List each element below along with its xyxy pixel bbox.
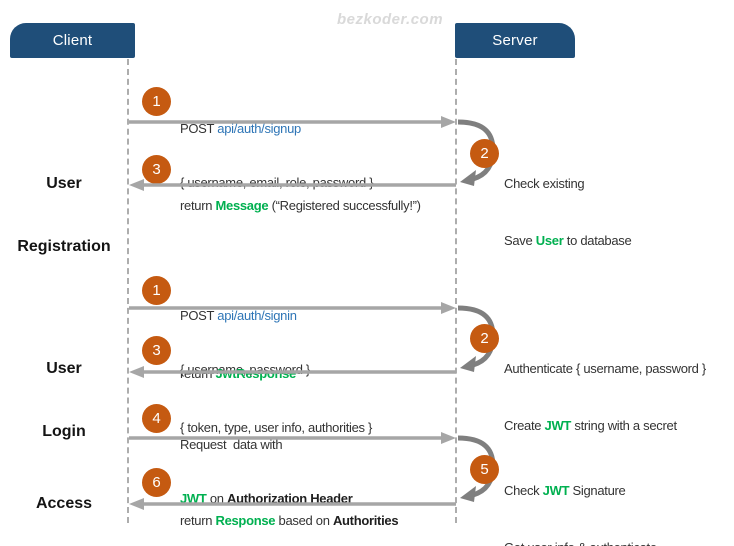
message-access-response: return Response based on Authorities [180, 476, 399, 546]
step-badge-access-request: 4 [142, 404, 171, 433]
keyword-text: JWT [542, 483, 570, 498]
message-access-server: Check JWT Signature Get user info & auth… [504, 443, 686, 546]
message-text: Create [504, 418, 545, 433]
keyword-text: Response [215, 513, 276, 528]
login-response-arrow-icon [129, 366, 456, 378]
step-badge-registration-server: 2 [470, 139, 499, 168]
message-line: POST api/auth/signin [180, 307, 310, 325]
message-text: Check [504, 483, 543, 498]
section-label-user-registration: User Registration [0, 131, 128, 299]
step-badge-access-response: 6 [142, 468, 171, 497]
message-registration-server: Check existing Save User to database [504, 136, 632, 288]
endpoint-text: api/auth/signin [217, 308, 297, 323]
keyword-text: User [535, 233, 564, 248]
section-label-line: User [46, 360, 82, 377]
step-badge-access-server: 5 [470, 455, 499, 484]
message-text: string with a secret [571, 418, 677, 433]
message-line: { token, type, user info, authorities } [180, 420, 373, 435]
watermark: bezkoder.com [337, 11, 444, 28]
step-badge-login-request: 1 [142, 276, 171, 305]
client-actor-label: Client [52, 32, 93, 49]
keyword-text: JWT [544, 418, 572, 433]
message-line: return Message (“Registered successfully… [180, 197, 421, 215]
message-text: POST [180, 121, 218, 136]
step-badge-registration-response: 3 [142, 155, 171, 184]
registration-request-arrow-icon [129, 116, 456, 128]
server-lifeline [455, 59, 457, 523]
message-text: POST [180, 308, 218, 323]
message-line: Check JWT Signature [504, 481, 686, 500]
server-actor-label: Server [492, 32, 538, 49]
section-label-user-login: User Login [0, 316, 128, 484]
message-line: Check existing [504, 176, 585, 191]
message-line: return Response based on Authorities [180, 512, 399, 530]
section-label-line: Registration [17, 238, 111, 255]
message-line: Get user info & authenticate [504, 538, 686, 546]
step-badge-registration-request: 1 [142, 87, 171, 116]
message-text: (“Registered successfully!”) [268, 198, 421, 213]
message-login-response: return JwtResponse { token, type, user i… [180, 329, 372, 473]
client-actor-box: Client [10, 23, 135, 58]
message-text: Signature [569, 483, 626, 498]
message-text: return [180, 513, 216, 528]
endpoint-text: api/auth/signup [217, 121, 301, 136]
message-line: Create JWT string with a secret [504, 416, 706, 435]
login-request-arrow-icon [129, 302, 456, 314]
message-text: return [180, 198, 216, 213]
step-badge-login-server: 2 [470, 324, 499, 353]
message-line: POST api/auth/signup [180, 120, 373, 138]
message-line: Save User to database [504, 231, 632, 250]
message-line: Request data with [180, 437, 283, 452]
section-label-line: User [46, 175, 82, 192]
message-login-server: Authenticate { username, password } Crea… [504, 321, 706, 473]
message-registration-response: return Message (“Registered successfully… [180, 161, 421, 251]
section-label-access-resource: Access Resource [0, 451, 128, 546]
keyword-text: Message [215, 198, 269, 213]
bold-text: Authorities [332, 513, 399, 528]
message-line: Authenticate { username, password } [504, 361, 706, 376]
step-badge-login-response: 3 [142, 336, 171, 365]
client-lifeline [127, 59, 129, 523]
server-actor-box: Server [455, 23, 575, 58]
access-response-arrow-icon [129, 498, 456, 510]
message-text: Save [504, 233, 536, 248]
registration-response-arrow-icon [129, 179, 456, 191]
access-request-arrow-icon [129, 432, 456, 444]
section-label-line: Access [35, 495, 93, 512]
message-text: based on [275, 513, 333, 528]
message-text: to database [563, 233, 632, 248]
section-label-line: Login [42, 423, 86, 440]
